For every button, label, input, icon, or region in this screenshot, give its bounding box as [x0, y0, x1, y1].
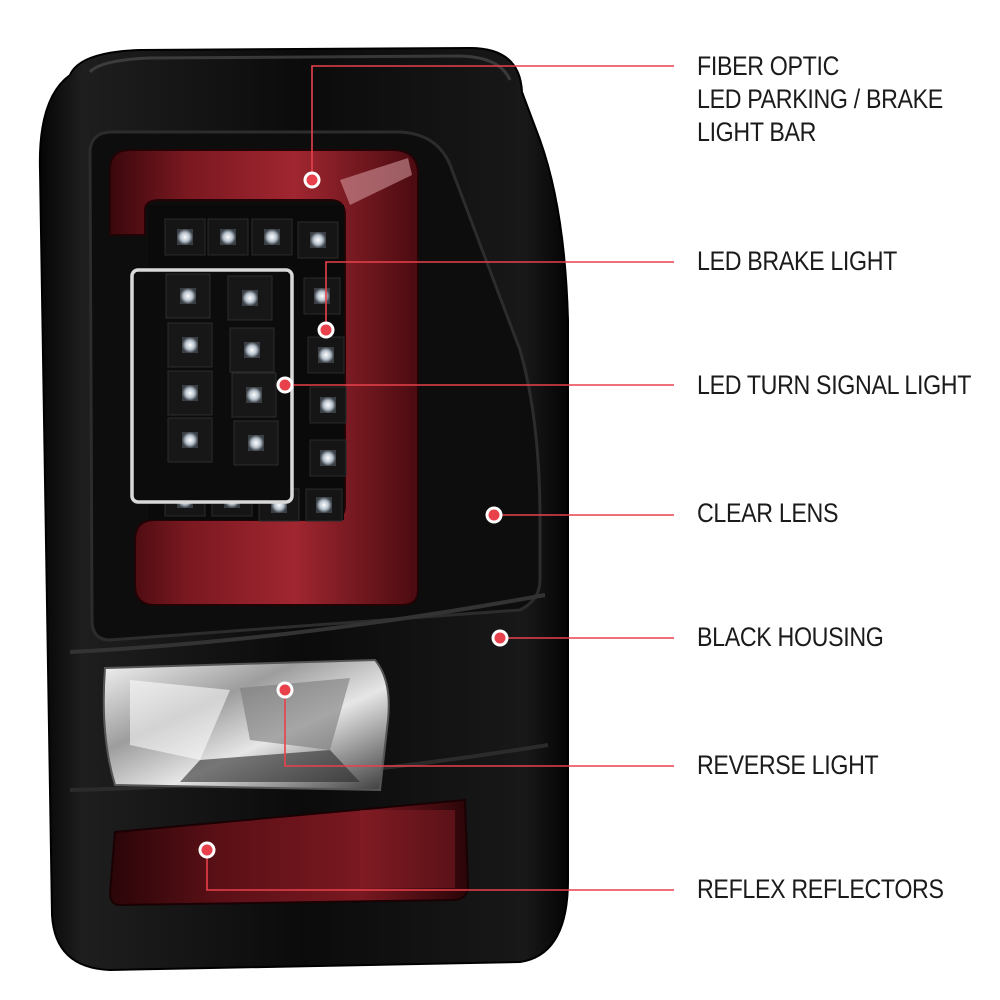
label-reflex-reflectors: REFLEX REFLECTORS — [697, 873, 951, 906]
marker-dot-led-brake — [320, 324, 332, 336]
marker-dot-fiber-optic — [306, 174, 318, 186]
leader-line-led-brake — [325, 261, 674, 330]
label-line: BLACK HOUSING — [697, 622, 884, 652]
leader-line-reflex-reflectors — [206, 850, 674, 891]
label-fiber-optic: FIBER OPTIC LED PARKING / BRAKE LIGHT BA… — [697, 50, 951, 149]
leader-line-fiber-optic — [311, 65, 674, 180]
reflex-reflectors-shape — [108, 798, 470, 907]
label-led-turn-signal-light: LED TURN SIGNAL LIGHT — [697, 369, 972, 402]
label-line: LIGHT BAR — [697, 117, 817, 147]
label-reverse-light: REVERSE LIGHT — [697, 749, 951, 782]
marker-dot-reflex-reflectors — [201, 844, 213, 856]
marker-dot-reverse-light — [279, 684, 291, 696]
turn-signal-led-grid — [165, 273, 279, 466]
marker-dot-led-turn-signal — [279, 379, 291, 391]
label-line: LED TURN SIGNAL LIGHT — [697, 370, 972, 400]
label-line: LED PARKING / BRAKE — [697, 84, 943, 114]
label-led-brake-light: LED BRAKE LIGHT — [697, 245, 951, 278]
fiber-optic-light-bar-shape — [109, 149, 420, 606]
label-line: REFLEX REFLECTORS — [697, 874, 944, 904]
label-line: CLEAR LENS — [697, 498, 839, 528]
label-line: FIBER OPTIC — [697, 51, 840, 81]
label-line: LED BRAKE LIGHT — [697, 246, 898, 276]
marker-dot-clear-lens — [488, 509, 500, 521]
label-black-housing: BLACK HOUSING — [697, 621, 951, 654]
leader-line-reverse-light — [284, 690, 674, 767]
marker-dot-black-housing — [494, 632, 506, 644]
label-line: REVERSE LIGHT — [697, 750, 879, 780]
label-clear-lens: CLEAR LENS — [697, 497, 951, 530]
